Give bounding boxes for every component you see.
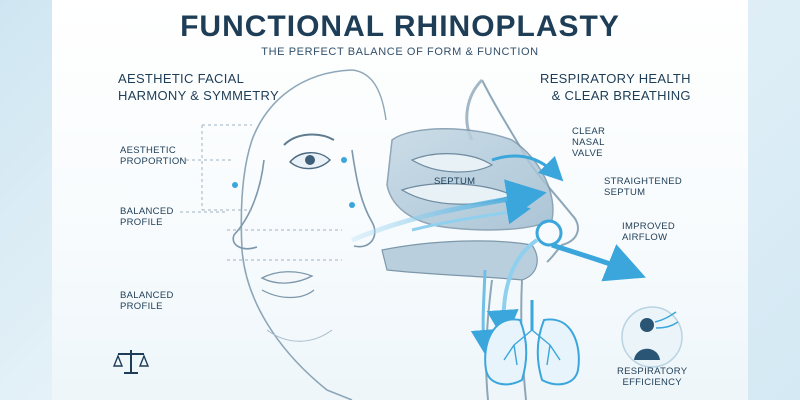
label-line: BALANCED bbox=[120, 206, 174, 217]
label-line: AIRFLOW bbox=[622, 232, 668, 243]
nasal-cross-section bbox=[381, 78, 579, 400]
label-balanced-profile-upper: BALANCED PROFILE bbox=[120, 206, 174, 228]
right-panel-heading: RESPIRATORY HEALTH & CLEAR BREATHING bbox=[540, 70, 691, 104]
page-title: FUNCTIONAL RHINOPLASTY bbox=[180, 10, 620, 43]
label-line: PROPORTION bbox=[120, 156, 187, 167]
label-line: PROFILE bbox=[120, 301, 163, 312]
right-heading-line2: & CLEAR BREATHING bbox=[551, 88, 691, 103]
label-line: SEPTUM bbox=[604, 187, 646, 198]
label-line: NASAL bbox=[572, 137, 605, 148]
label-line: RESPIRATORY bbox=[617, 366, 688, 377]
label-line: STRAIGHTENED bbox=[604, 176, 683, 187]
left-panel-heading: AESTHETIC FACIAL HARMONY & SYMMETRY bbox=[118, 70, 279, 104]
balance-scale-icon bbox=[112, 350, 150, 374]
airflow-arrows bbox=[351, 154, 646, 354]
label-respiratory-efficiency: RESPIRATORY EFFICIENCY bbox=[617, 366, 687, 388]
label-balanced-profile-lower: BALANCED PROFILE bbox=[120, 290, 174, 312]
label-line: IMPROVED bbox=[622, 221, 676, 232]
label-line: CLEAR bbox=[572, 126, 606, 137]
label-clear-nasal-valve: CLEAR NASAL VALVE bbox=[572, 126, 605, 159]
left-heading-line1: AESTHETIC FACIAL bbox=[118, 71, 245, 86]
label-line: BALANCED bbox=[120, 290, 174, 301]
label-septum: SEPTUM bbox=[434, 176, 476, 187]
infographic-card: FUNCTIONAL RHINOPLASTY THE PERFECT BALAN… bbox=[52, 0, 748, 400]
lungs-icon bbox=[484, 300, 580, 386]
breathing-person-icon bbox=[621, 306, 683, 368]
label-line: PROFILE bbox=[120, 217, 163, 228]
label-straightened-septum: STRAIGHTENED SEPTUM bbox=[604, 176, 682, 198]
label-aesthetic-proportion: AESTHETIC PROPORTION bbox=[120, 145, 187, 167]
label-line: EFFICIENCY bbox=[622, 377, 682, 388]
right-heading-line1: RESPIRATORY HEALTH bbox=[540, 71, 691, 86]
page-subtitle: THE PERFECT BALANCE OF FORM & FUNCTION bbox=[261, 46, 539, 58]
label-improved-airflow: IMPROVED AIRFLOW bbox=[622, 221, 675, 243]
face-front bbox=[180, 69, 387, 400]
left-heading-line2: HARMONY & SYMMETRY bbox=[118, 88, 279, 103]
label-line: VALVE bbox=[572, 148, 603, 159]
illustration bbox=[112, 69, 683, 400]
label-line: AESTHETIC bbox=[120, 145, 177, 156]
